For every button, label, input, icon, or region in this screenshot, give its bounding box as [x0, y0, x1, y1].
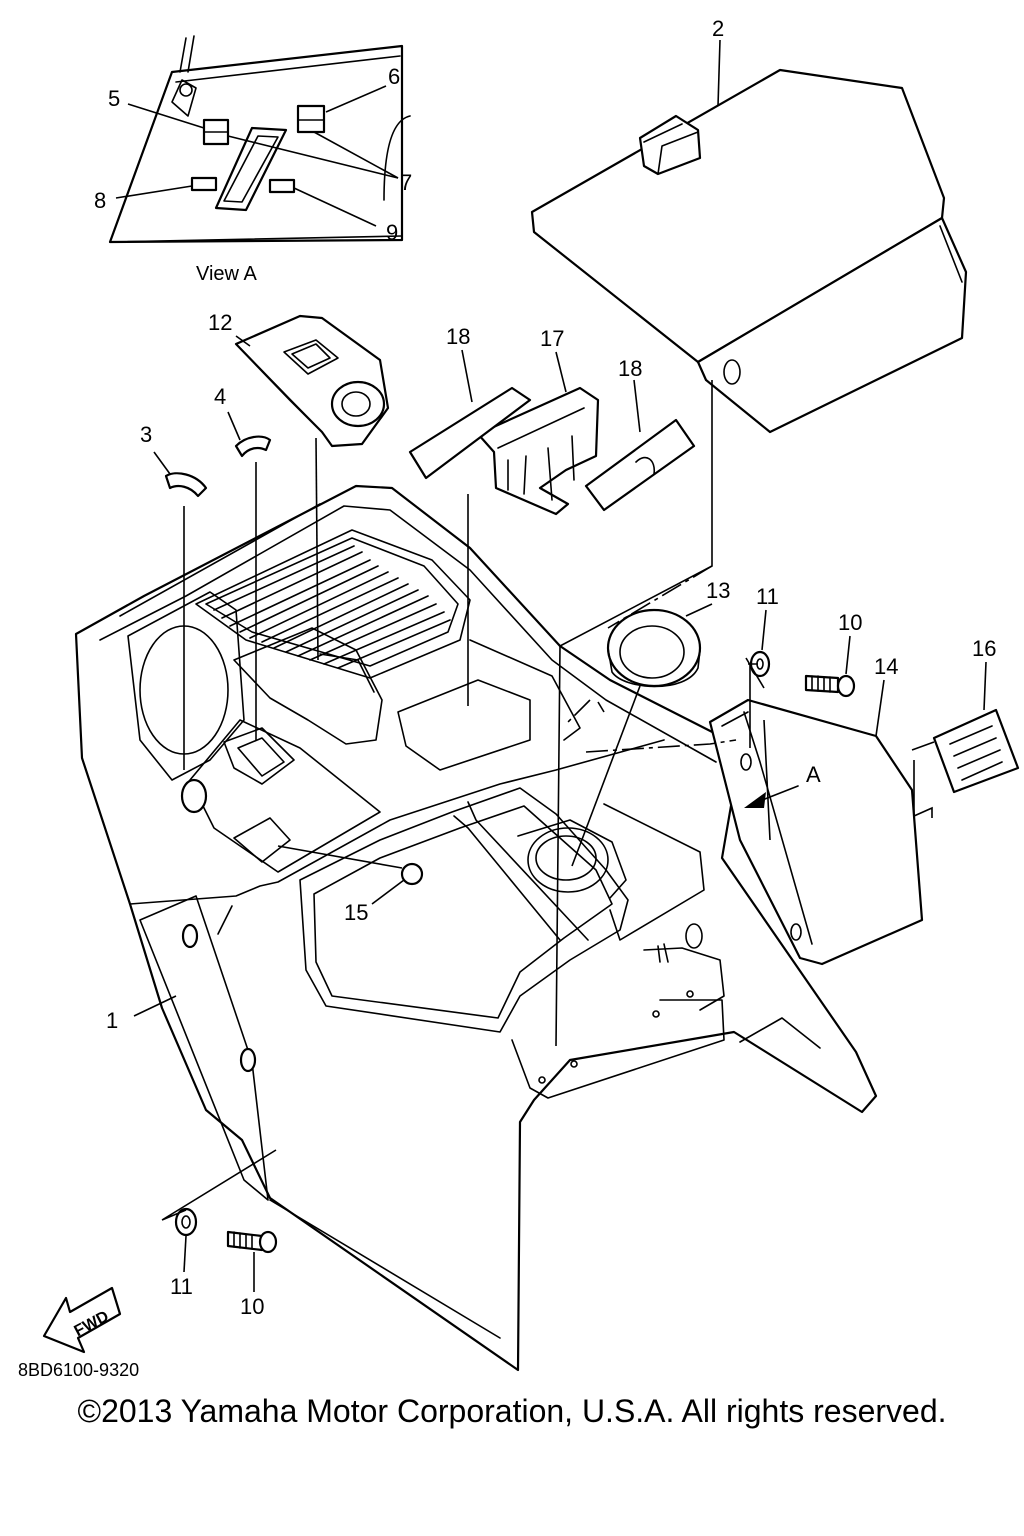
view-a-arrow: A [744, 762, 821, 808]
copyright-notice: ©2013 Yamaha Motor Corporation, U.S.A. A… [77, 1393, 947, 1429]
callout-18-right: 18 [618, 356, 642, 381]
callout-10-left: 10 [240, 1294, 264, 1319]
plug-15 [400, 862, 424, 886]
callout-16: 16 [972, 636, 996, 661]
label-16 [932, 708, 1020, 794]
callout-1: 1 [106, 1008, 118, 1033]
knob-cap-4 [234, 435, 272, 458]
fwd-arrow: FWD [42, 1286, 122, 1354]
part-code: 8BD6100-9320 [18, 1360, 139, 1380]
callout-8: 8 [94, 188, 106, 213]
callout-17: 17 [540, 326, 564, 351]
callout-2: 2 [712, 16, 724, 41]
knob-cover [234, 314, 390, 448]
view-a-inset [108, 35, 411, 244]
storage-lid [530, 68, 968, 434]
assembly-lines [161, 380, 935, 1221]
main-console [74, 484, 878, 1372]
view-a-label: View A [196, 263, 257, 285]
callout-14: 14 [874, 654, 898, 679]
callout-15: 15 [344, 900, 368, 925]
decal-9 [268, 178, 296, 194]
callout-11-left: 11 [170, 1274, 193, 1299]
callout-13: 13 [706, 578, 730, 603]
callout-3: 3 [140, 422, 152, 447]
callouts: 5 6 7 8 9 View A 2 12 4 3 18 17 18 13 11… [94, 16, 996, 1319]
washer-11-left [174, 1207, 198, 1237]
callout-9: 9 [386, 220, 398, 245]
bolt-10-left [226, 1230, 278, 1254]
decal-6 [296, 104, 326, 134]
decal-8 [190, 176, 218, 192]
callout-7: 7 [400, 170, 412, 195]
pad-18-right [584, 418, 696, 512]
bracket-17 [476, 386, 600, 516]
callout-11-right: 11 [756, 584, 779, 609]
grommet-13 [606, 608, 702, 688]
callout-4: 4 [214, 384, 226, 409]
callout-10-right: 10 [838, 610, 862, 635]
knob-cap-3 [164, 472, 208, 498]
callout-6: 6 [388, 64, 400, 89]
callout-18-left: 18 [446, 324, 470, 349]
callout-5: 5 [108, 86, 120, 111]
bolt-10-right [804, 674, 856, 698]
callout-12: 12 [208, 310, 232, 335]
leader-lines [115, 39, 987, 1292]
view-arrow-label: A [806, 762, 821, 787]
